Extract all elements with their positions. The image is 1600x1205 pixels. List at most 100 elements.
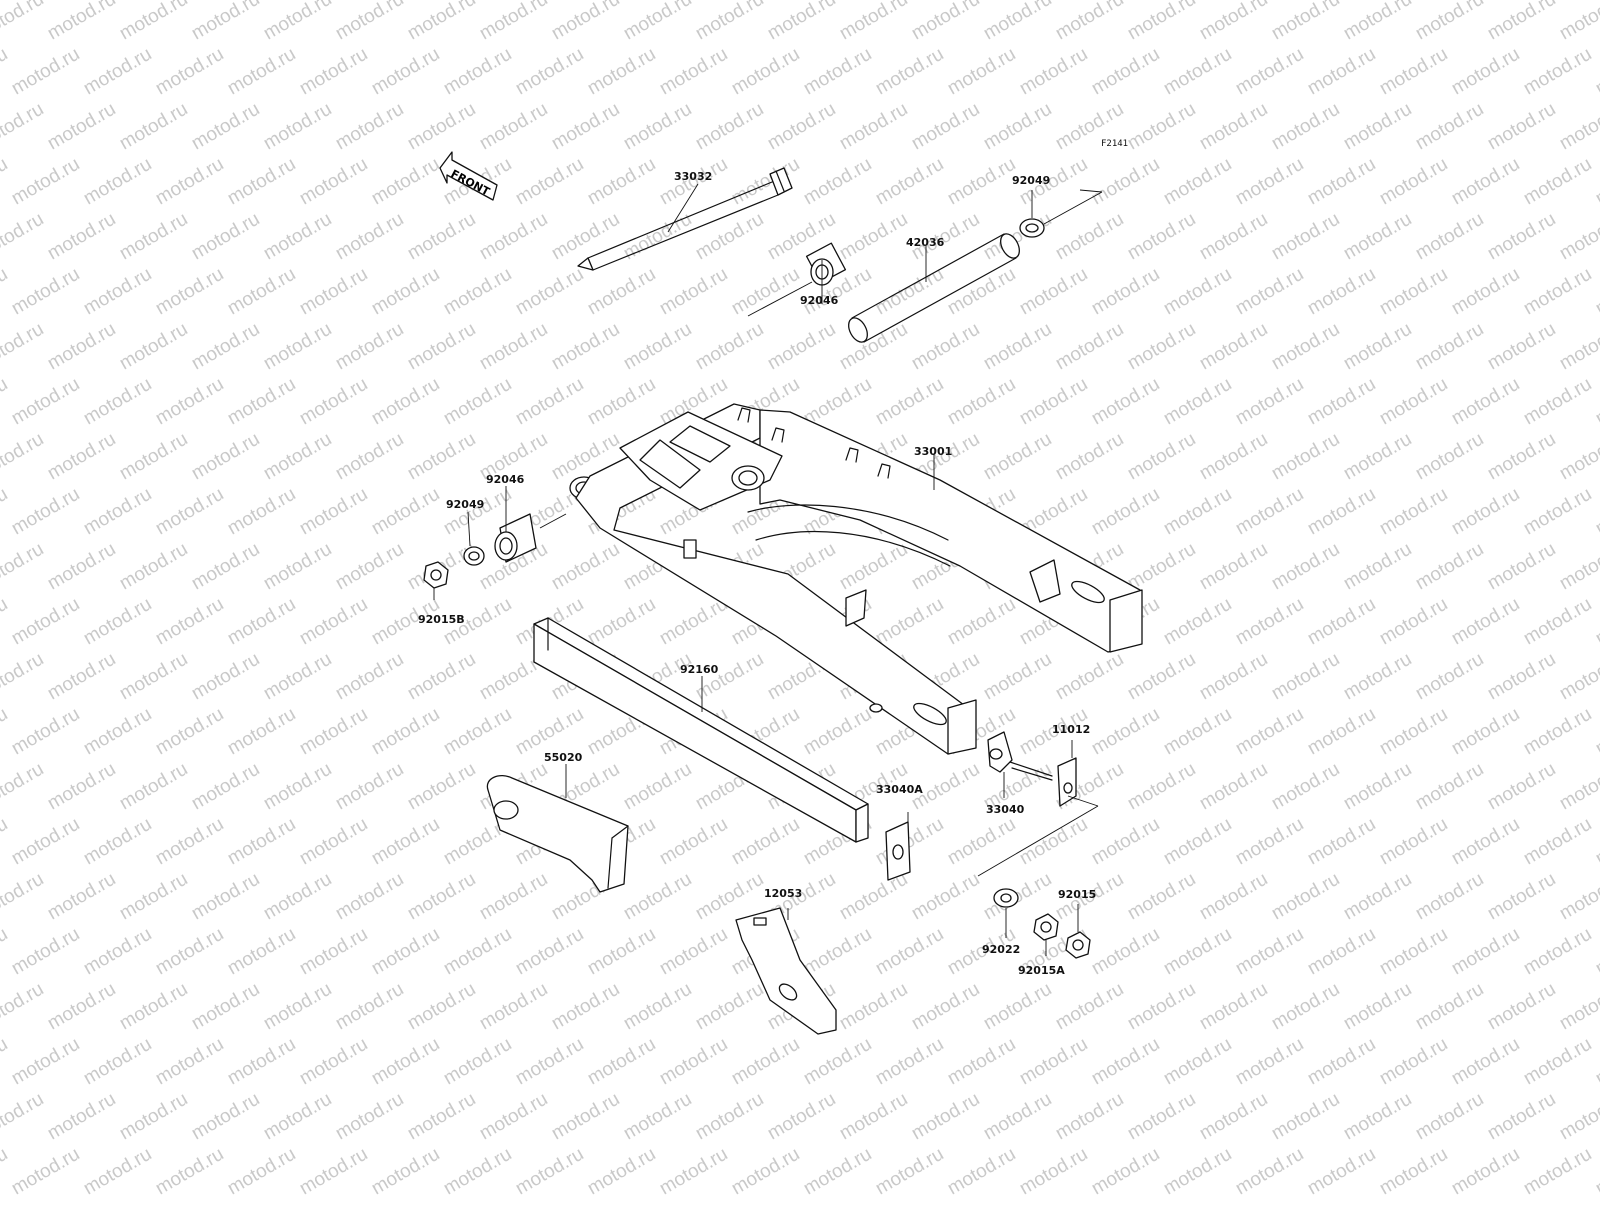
watermark-text: motod.ru xyxy=(1340,539,1415,595)
watermark-text: motod.ru xyxy=(1412,209,1487,265)
watermark-text: motod.ru xyxy=(116,0,191,44)
watermark-text: motod.ru xyxy=(0,209,47,265)
watermark-text: motod.ru xyxy=(836,0,911,44)
watermark-text: motod.ru xyxy=(584,44,659,100)
watermark-text: motod.ru xyxy=(1448,1034,1523,1090)
watermark-text: motod.ru xyxy=(80,374,155,430)
callout-92015b: 92015B xyxy=(418,613,465,626)
watermark-text: motod.ru xyxy=(440,374,515,430)
watermark-text: motod.ru xyxy=(404,759,479,815)
watermark-text: motod.ru xyxy=(1196,0,1271,44)
seal-top xyxy=(1019,189,1103,238)
watermark-text: motod.ru xyxy=(224,264,299,320)
watermark-text: motod.ru xyxy=(0,704,11,760)
watermark-text: motod.ru xyxy=(1376,704,1451,760)
watermark-text: motod.ru xyxy=(1196,209,1271,265)
watermark-text: motod.ru xyxy=(152,154,227,210)
watermark-text: motod.ru xyxy=(1340,209,1415,265)
watermark-text: motod.ru xyxy=(656,924,731,980)
watermark-text: motod.ru xyxy=(1412,759,1487,815)
watermark-text: motod.ru xyxy=(1484,0,1559,44)
watermark-text: motod.ru xyxy=(332,869,407,925)
watermark-text: motod.ru xyxy=(0,594,11,650)
watermark-text: motod.ru xyxy=(1268,0,1343,44)
watermark-text: motod.ru xyxy=(1160,44,1235,100)
watermark-text: motod.ru xyxy=(692,209,767,265)
watermark-text: motod.ru xyxy=(1340,869,1415,925)
watermark-text: motod.ru xyxy=(44,0,119,44)
watermark-text: motod.ru xyxy=(0,319,47,375)
watermark-text: motod.ru xyxy=(1160,374,1235,430)
watermark-text: motod.ru xyxy=(0,374,11,430)
watermark-text: motod.ru xyxy=(1124,979,1199,1035)
watermark-text: motod.ru xyxy=(1484,209,1559,265)
watermark-text: motod.ru xyxy=(8,264,83,320)
watermark-text: motod.ru xyxy=(1592,374,1600,430)
watermark-text: motod.ru xyxy=(152,704,227,760)
watermark-text: motod.ru xyxy=(584,594,659,650)
watermark-text: motod.ru xyxy=(980,99,1055,155)
watermark-text: motod.ru xyxy=(224,1034,299,1090)
watermark-text: motod.ru xyxy=(1196,539,1271,595)
watermark-text: motod.ru xyxy=(908,319,983,375)
watermark-text: motod.ru xyxy=(1232,154,1307,210)
watermark-text: motod.ru xyxy=(332,429,407,485)
watermark-text: motod.ru xyxy=(1160,1034,1235,1090)
watermark-text: motod.ru xyxy=(1484,759,1559,815)
watermark-text: motod.ru xyxy=(0,44,11,100)
watermark-text: motod.ru xyxy=(728,154,803,210)
leader-lines xyxy=(433,183,1079,956)
callout-92049-top: 92049 xyxy=(1012,174,1050,187)
watermark-text: motod.ru xyxy=(1520,814,1595,870)
watermark-text: motod.ru xyxy=(1232,704,1307,760)
watermark-text: motod.ru xyxy=(512,374,587,430)
bracket-11012 xyxy=(977,740,1099,877)
watermark-text: motod.ru xyxy=(620,759,695,815)
watermark-text: motod.ru xyxy=(296,814,371,870)
watermark-text: motod.ru xyxy=(224,594,299,650)
watermark-text: motod.ru xyxy=(80,44,155,100)
watermark-text: motod.ru xyxy=(476,979,551,1035)
watermark-text: motod.ru xyxy=(188,1089,263,1145)
watermark-text: motod.ru xyxy=(1016,44,1091,100)
watermark-text: motod.ru xyxy=(0,979,47,1035)
watermark-text: motod.ru xyxy=(944,1144,1019,1200)
watermark-text: motod.ru xyxy=(368,154,443,210)
watermark-text: motod.ru xyxy=(1412,649,1487,705)
watermark-text: motod.ru xyxy=(620,319,695,375)
watermark-text: motod.ru xyxy=(1448,1144,1523,1200)
watermark-text: motod.ru xyxy=(332,649,407,705)
watermark-text: motod.ru xyxy=(116,869,191,925)
watermark-text: motod.ru xyxy=(224,484,299,540)
watermark-text: motod.ru xyxy=(1052,1089,1127,1145)
watermark-text: motod.ru xyxy=(728,264,803,320)
watermark-text: motod.ru xyxy=(548,979,623,1035)
watermark-text: motod.ru xyxy=(1448,924,1523,980)
watermark-text: motod.ru xyxy=(620,869,695,925)
watermark-text: motod.ru xyxy=(8,1144,83,1200)
watermark-text: motod.ru xyxy=(1412,319,1487,375)
watermark-text: motod.ru xyxy=(1124,209,1199,265)
watermark-text: motod.ru xyxy=(728,1144,803,1200)
watermark-text: motod.ru xyxy=(1304,924,1379,980)
watermark-text: motod.ru xyxy=(1124,99,1199,155)
watermark-text: motod.ru xyxy=(0,759,47,815)
watermark-text: motod.ru xyxy=(440,704,515,760)
watermark-text: motod.ru xyxy=(44,869,119,925)
swing-arm xyxy=(569,403,1143,755)
watermark-text: motod.ru xyxy=(260,539,335,595)
callout-33032: 33032 xyxy=(674,170,712,183)
watermark-text: motod.ru xyxy=(152,264,227,320)
watermark-text: motod.ru xyxy=(944,1034,1019,1090)
watermark-text: motod.ru xyxy=(1232,484,1307,540)
callout-92015: 92015 xyxy=(1058,888,1096,901)
chain-guide-strip xyxy=(533,617,869,843)
watermark-text: motod.ru xyxy=(836,319,911,375)
watermark-text: motod.ru xyxy=(1052,429,1127,485)
watermark-text: motod.ru xyxy=(8,154,83,210)
watermark-text: motod.ru xyxy=(728,44,803,100)
watermark-text: motod.ru xyxy=(1376,1034,1451,1090)
watermark-text: motod.ru xyxy=(1304,154,1379,210)
watermark-text: motod.ru xyxy=(1520,264,1595,320)
watermark-text: motod.ru xyxy=(1196,649,1271,705)
